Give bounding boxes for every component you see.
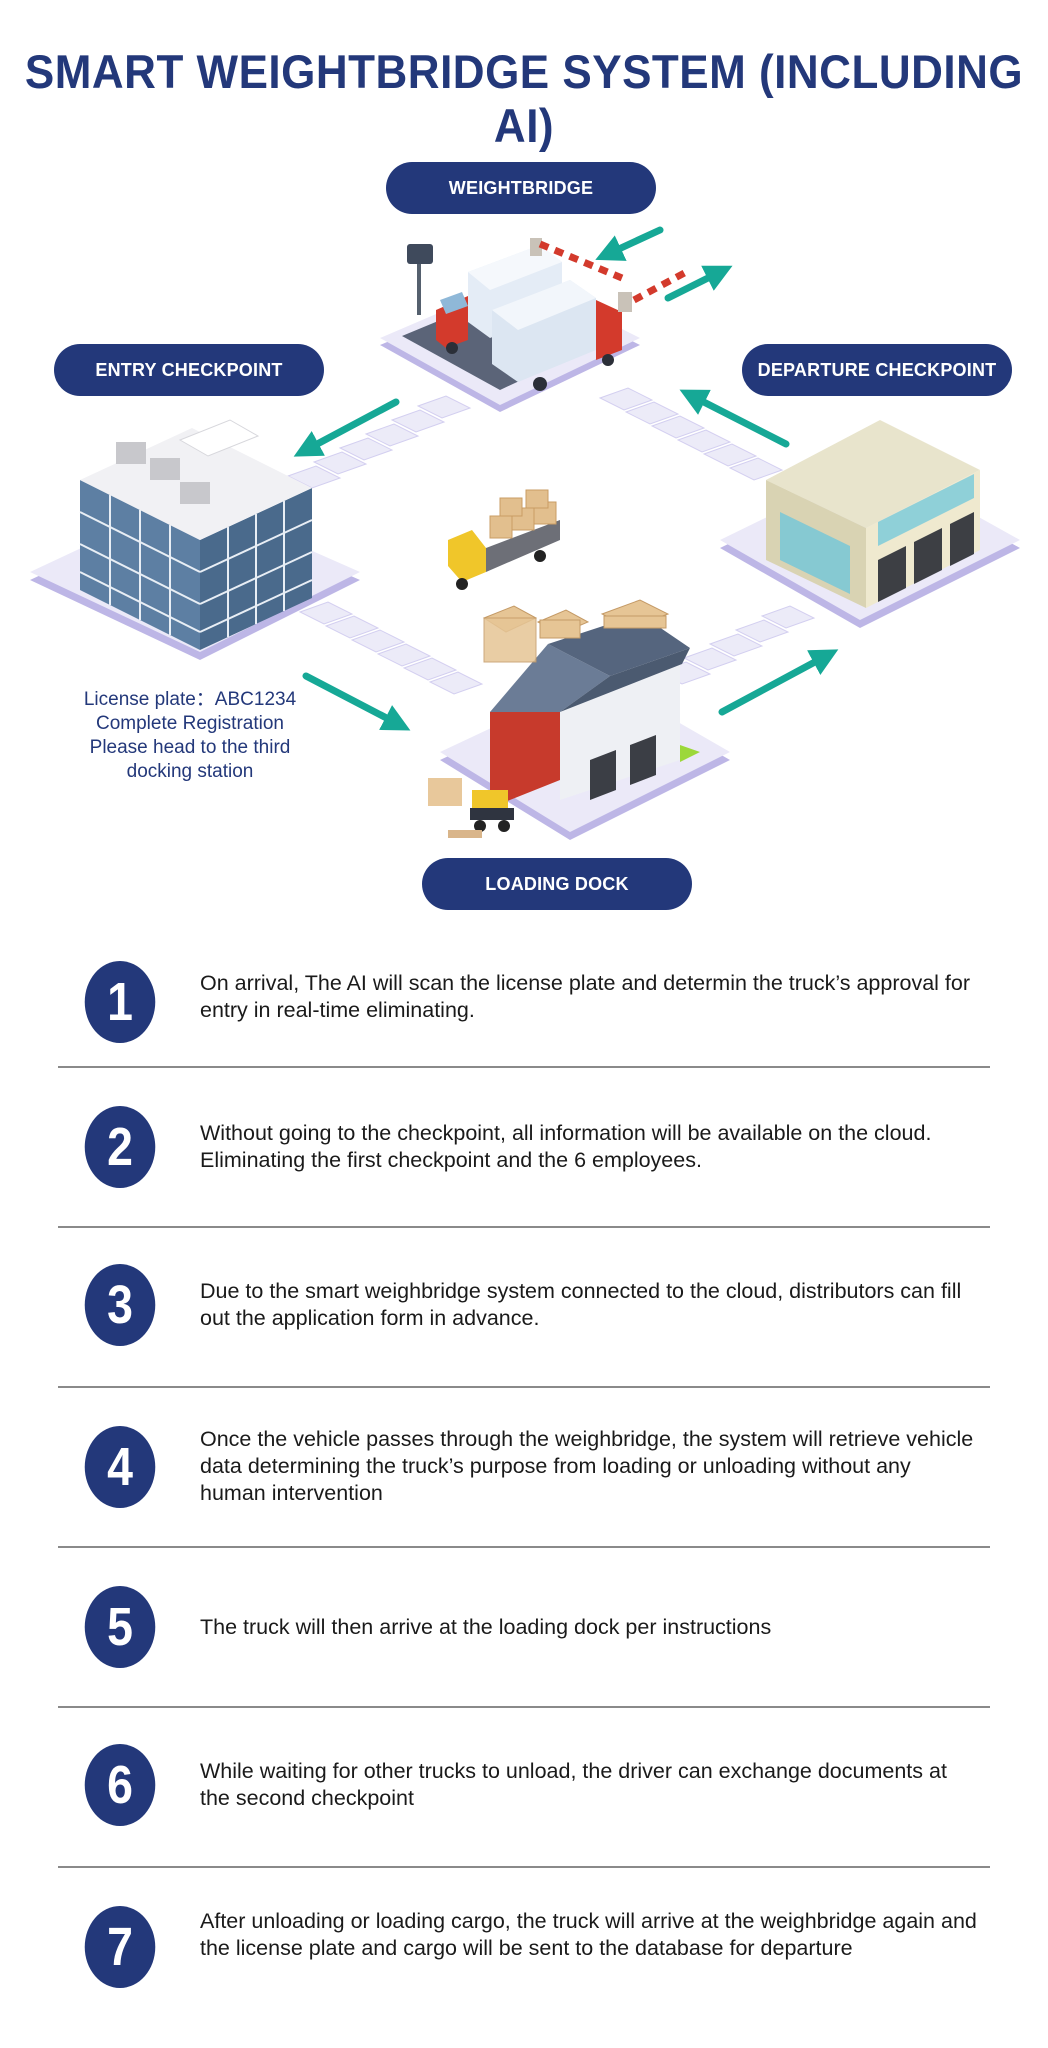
step-text: Without going to the checkpoint, all inf… [200,1121,932,1172]
step-number: 3 [84,1264,156,1346]
step-5: 5 The truck will then arrive at the load… [58,1548,990,1708]
departure-checkpoint-label: DEPARTURE CHECKPOINT [742,344,1012,396]
step-number: 7 [84,1906,156,1988]
step-number: 2 [84,1106,156,1188]
flow-diagram [30,226,1020,840]
step-text: Once the vehicle passes through the weig… [200,1427,974,1505]
loading-dock-label: LOADING DOCK [422,858,692,910]
weightbridge-trucks-illustration [380,238,692,412]
instruction-line: Please head to the third [89,737,291,758]
weightbridge-label: WEIGHTBRIDGE [386,162,656,214]
step-number: 6 [84,1744,156,1826]
step-7: 7 After unloading or loading cargo, the … [58,1868,990,2018]
step-text: Due to the smart weighbridge system conn… [200,1279,962,1330]
warehouse-building-illustration [720,420,1020,628]
step-number: 1 [84,961,156,1043]
step-3: 3 Due to the smart weighbridge system co… [58,1228,990,1388]
step-1: 1 On arrival, The AI will scan the licen… [58,940,990,1068]
office-building-illustration [30,419,360,660]
loading-warehouse-illustration [428,614,730,840]
flatbed-truck-icon [448,489,560,590]
entry-checkpoint-label: ENTRY CHECKPOINT [54,344,324,396]
step-2: 2 Without going to the checkpoint, all i… [58,1068,990,1228]
step-number: 5 [84,1586,156,1668]
steps-list: 1 On arrival, The AI will scan the licen… [58,940,990,2018]
step-text: On arrival, The AI will scan the license… [200,971,971,1022]
path-tiles [286,387,816,695]
step-text: While waiting for other trucks to unload… [200,1759,947,1810]
page-title: SMART WEIGHTBRIDGE SYSTEM (INCLUDING AI) [24,45,1024,153]
license-plate-note: License plate：ABC1234 Complete Registrat… [60,688,320,784]
step-6: 6 While waiting for other trucks to unlo… [58,1708,990,1868]
instruction-line-2: docking station [126,761,254,782]
step-text: After unloading or loading cargo, the tr… [200,1909,977,1960]
step-number: 4 [84,1426,156,1508]
step-4: 4 Once the vehicle passes through the we… [58,1388,990,1548]
flow-arrow-icon [293,226,839,731]
license-plate-line: License plate：ABC1234 [83,689,297,710]
registration-line: Complete Registration [96,713,284,734]
step-text: The truck will then arrive at the loadin… [200,1615,772,1639]
wooden-pallet-icon [482,599,670,663]
